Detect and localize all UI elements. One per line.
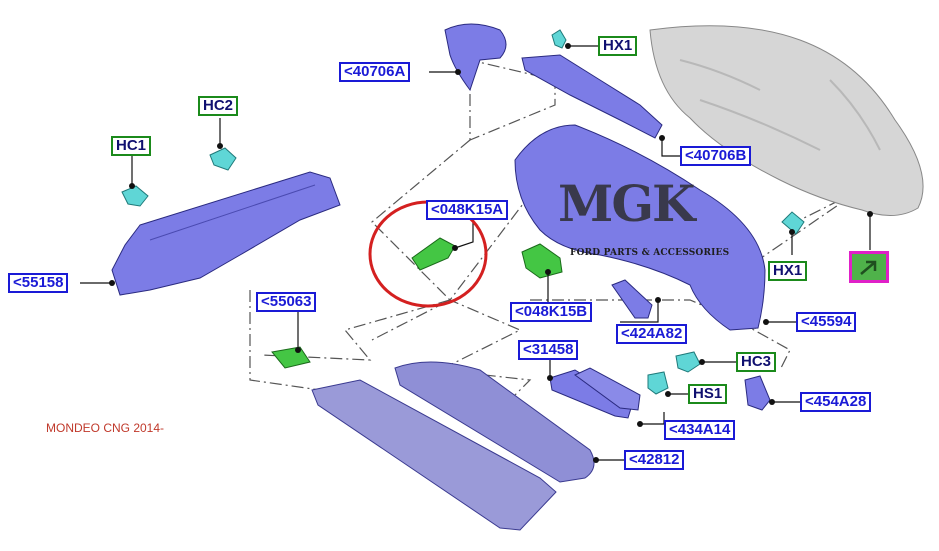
part-048K15A [411,237,456,271]
part-048K15B [521,243,563,279]
nav-arrow-button[interactable] [849,251,889,283]
label-40706B[interactable]: <40706B [680,146,752,166]
label-45594[interactable]: <45594 [796,312,857,332]
cargo-cover-roller [311,379,557,531]
label-hs1[interactable]: HS1 [688,384,728,404]
clip-hc1 [121,185,149,207]
part-40706A [444,23,507,92]
label-hx1-top[interactable]: HX1 [598,36,638,56]
part-42812 [394,361,595,483]
label-048K15A[interactable]: <048K15A [426,200,509,220]
label-hc2[interactable]: HC2 [198,96,239,116]
label-42812[interactable]: <42812 [624,450,685,470]
trunk-lid-panel [649,25,924,216]
label-hc1[interactable]: HC1 [111,136,152,156]
model-caption: MONDEO CNG 2014- [46,421,165,435]
part-434A14 [574,367,641,411]
clip-hx1-top [551,29,567,49]
clips [121,29,805,395]
part-454A28 [744,375,771,411]
arrow-up-right-icon [860,260,877,275]
label-454A28[interactable]: <454A28 [800,392,872,412]
clip-hs1 [647,371,669,395]
clip-hc2 [209,147,237,171]
label-55158[interactable]: <55158 [8,273,69,293]
part-45594 [514,124,766,331]
leader-dots [109,43,873,463]
part-424A82 [611,279,653,319]
part-55158 [111,171,341,296]
watermark-letters: MGK [558,174,696,233]
label-hx1-right[interactable]: HX1 [768,261,808,281]
label-55063[interactable]: <55063 [256,292,317,312]
label-31458[interactable]: <31458 [518,340,579,360]
label-434A14[interactable]: <434A14 [664,420,736,440]
clip-hc3 [675,351,701,373]
label-048K15B[interactable]: <048K15B [510,302,593,322]
watermark-logo: MGK FORD PARTS & ACCESSORIES [548,174,738,266]
label-hc3[interactable]: HC3 [736,352,777,372]
part-40706B [521,54,663,139]
watermark-subtitle: FORD PARTS & ACCESSORIES [570,248,730,258]
label-40706A[interactable]: <40706A [339,62,411,82]
part-55063 [271,346,311,369]
label-424A82[interactable]: <424A82 [616,324,688,344]
